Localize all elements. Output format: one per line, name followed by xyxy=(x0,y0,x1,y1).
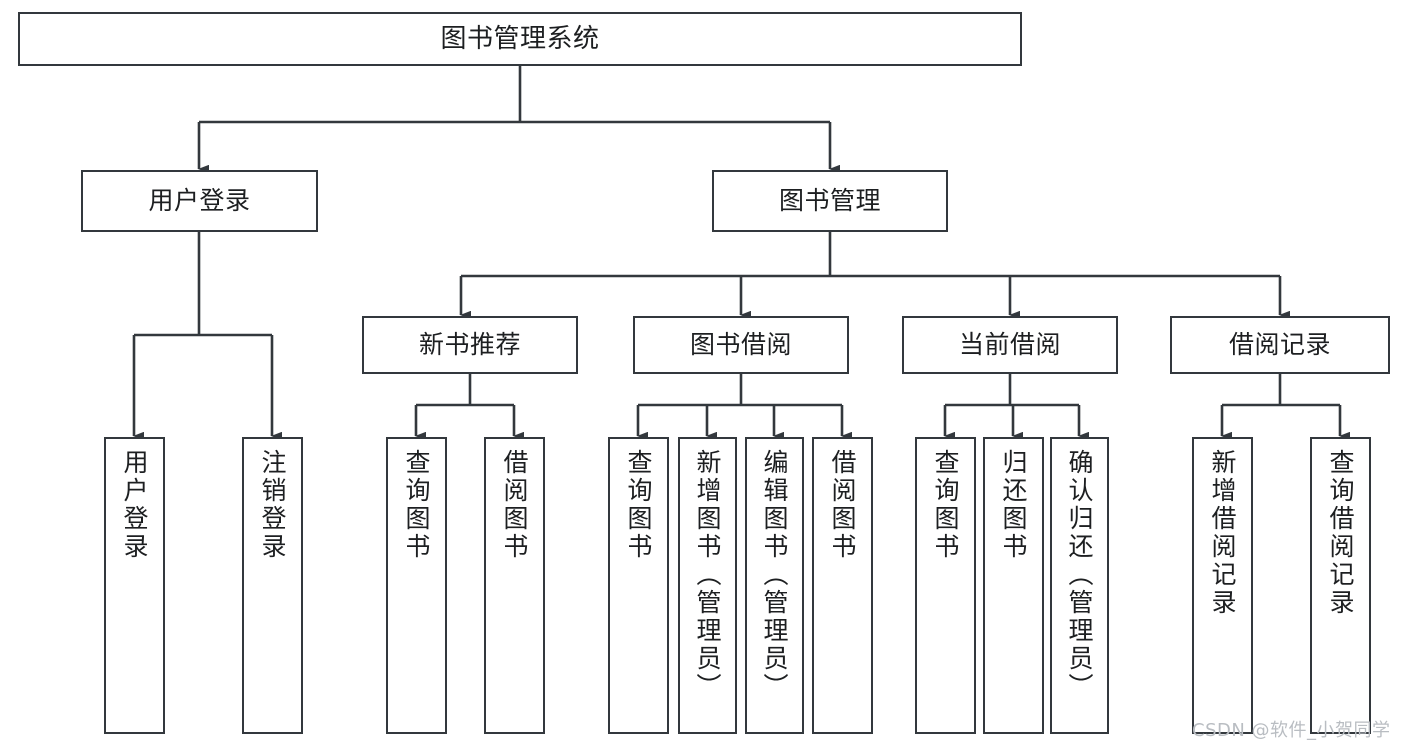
node-leaf-return-book[interactable]: 归还图书 xyxy=(983,437,1044,734)
node-leaf-add-book[interactable]: 新增图书（管理员） xyxy=(678,437,737,734)
node-label: 当前借阅 xyxy=(958,330,1061,360)
node-label: 新增图书（管理员） xyxy=(693,449,722,701)
node-label: 新增借阅记录 xyxy=(1208,449,1237,617)
node-label: 借阅图书 xyxy=(828,449,857,561)
node-label: 图书管理系统 xyxy=(440,23,600,54)
node-label: 图书借阅 xyxy=(689,330,792,360)
node-root[interactable]: 图书管理系统 xyxy=(18,12,1022,66)
node-label: 查询借阅记录 xyxy=(1326,449,1355,617)
node-leaf-add-record[interactable]: 新增借阅记录 xyxy=(1192,437,1253,734)
node-label: 图书管理 xyxy=(778,186,881,216)
node-leaf-query-book-3[interactable]: 查询图书 xyxy=(915,437,976,734)
node-leaf-query-book-2[interactable]: 查询图书 xyxy=(608,437,669,734)
node-label: 查询图书 xyxy=(402,449,431,561)
node-label: 借阅图书 xyxy=(500,449,529,561)
node-leaf-query-book-1[interactable]: 查询图书 xyxy=(386,437,447,734)
node-label: 注销登录 xyxy=(258,449,287,561)
connector-lines xyxy=(132,66,1350,441)
node-label: 新书推荐 xyxy=(418,330,521,360)
node-l1-user-login[interactable]: 用户登录 xyxy=(81,170,318,232)
node-leaf-edit-book[interactable]: 编辑图书（管理员） xyxy=(745,437,804,734)
node-l2-book-borrow[interactable]: 图书借阅 xyxy=(633,316,849,374)
node-label: 编辑图书（管理员） xyxy=(760,449,789,701)
node-leaf-borrow-book-2[interactable]: 借阅图书 xyxy=(812,437,873,734)
node-leaf-borrow-book-1[interactable]: 借阅图书 xyxy=(484,437,545,734)
node-label: 查询图书 xyxy=(931,449,960,561)
node-label: 查询图书 xyxy=(624,449,653,561)
node-l2-new-book-rec[interactable]: 新书推荐 xyxy=(362,316,578,374)
node-l2-current-borrow[interactable]: 当前借阅 xyxy=(902,316,1118,374)
node-leaf-logout[interactable]: 注销登录 xyxy=(242,437,303,734)
node-l1-book-manage[interactable]: 图书管理 xyxy=(712,170,948,232)
csdn-watermark: CSDN @软件_小贺同学 xyxy=(1192,720,1391,741)
node-l2-borrow-record[interactable]: 借阅记录 xyxy=(1170,316,1390,374)
node-label: 确认归还（管理员） xyxy=(1065,449,1094,701)
node-leaf-confirm-return[interactable]: 确认归还（管理员） xyxy=(1050,437,1109,734)
node-leaf-query-record[interactable]: 查询借阅记录 xyxy=(1310,437,1371,734)
node-label: 用户登录 xyxy=(148,186,251,216)
node-leaf-user-login[interactable]: 用户登录 xyxy=(104,437,165,734)
node-label: 用户登录 xyxy=(120,449,149,561)
node-label: 归还图书 xyxy=(999,449,1028,561)
node-label: 借阅记录 xyxy=(1228,330,1331,360)
